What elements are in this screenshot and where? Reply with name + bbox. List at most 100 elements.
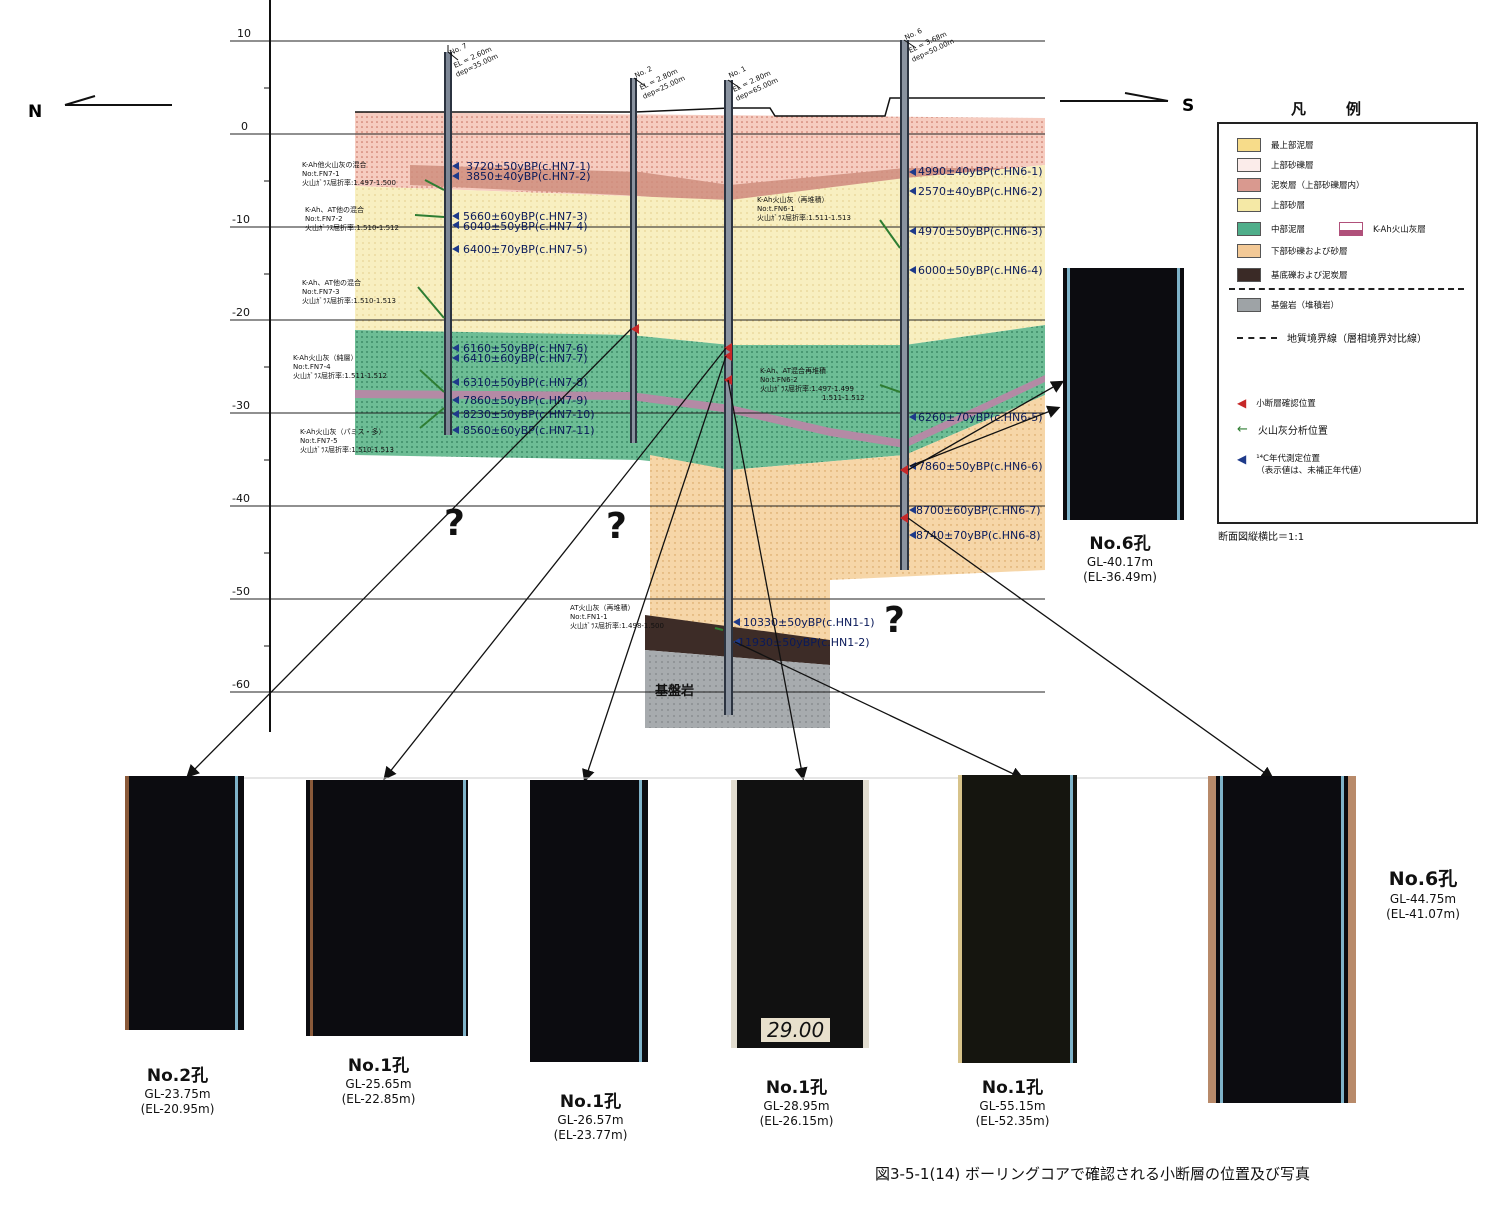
south-arrow [1060, 92, 1169, 102]
tick-label-0: 0 [241, 120, 248, 133]
c14-hn7-9: 7860±50yBP(c.HN7-9) [463, 394, 588, 407]
core-photo-no1-gl25-65 [306, 780, 468, 1036]
borehole-no1-id: No. 1 [727, 65, 747, 80]
borehole-no1 [724, 79, 741, 715]
borehole-no6-id: No. 6 [903, 27, 923, 42]
bedrock-label: 基盤岩 [654, 683, 694, 699]
photo-label-no1-d: No.1孔 GL-55.15m (EL-52.35m) [975, 1078, 1050, 1129]
legend-item: 中部泥層 [1237, 222, 1305, 236]
photo-label-no1-a: No.1孔 GL-25.65m (EL-22.85m) [341, 1056, 416, 1107]
c14-hn7-1: 3720±50yBP(c.HN7-1) [466, 160, 591, 173]
ash-sample-fn6-1: K-Ah火山灰（再堆積） No:t.FN6-1 火山ｶﾞﾗｽ屈折率:1.511-… [757, 196, 851, 222]
tick-label-minus20: -20 [232, 306, 250, 319]
fault-markers [631, 324, 908, 523]
c14-markers [452, 162, 916, 646]
core-photo-no2-gl23-75 [125, 776, 244, 1030]
borehole-no2 [630, 77, 646, 443]
photo-leader-lines [186, 328, 1275, 783]
layer-lower-gravel-sand [650, 395, 1045, 640]
south-label: S [1182, 96, 1194, 116]
layer-bedrock [645, 650, 830, 728]
photo-label-no6-a: No.6孔 GL-44.75m (EL-41.07m) [1386, 868, 1460, 921]
c14-hn7-6: 6160±50yBP(c.HN7-6) [463, 342, 588, 355]
ash-analysis-arrows [414, 179, 901, 631]
c14-hn6-2: 2570±40yBP(c.HN6-2) [918, 185, 1043, 198]
dashed-line-icon [1237, 336, 1277, 339]
core-photo-no6-gl44-75 [1208, 776, 1356, 1103]
c14-hn6-3: 4970±50yBP(c.HN6-3) [918, 225, 1043, 238]
c14-hn7-2: 3850±40yBP(c.HN7-2) [466, 170, 591, 183]
elevation-grid [230, 40, 1045, 693]
core-photo-no6-gl40-17 [1063, 268, 1184, 520]
c14-hn6-7: 8700±60yBP(c.HN6-7) [916, 504, 1041, 517]
c14-hn6-4: 6000±50yBP(c.HN6-4) [918, 264, 1043, 277]
north-label: N [28, 102, 42, 122]
core-depth-marker: 29.00 [761, 1018, 831, 1042]
c14-hn7-4: 6040±50yBP(c.HN7-4) [463, 220, 588, 233]
borehole-no7 [444, 45, 459, 435]
figure-caption: 図3-5-1(14) ボーリングコアで確認される小断層の位置及び写真 [875, 1165, 1311, 1183]
tick-label-10: 10 [237, 27, 251, 40]
legend-item: 基底礫および泥炭層 [1237, 268, 1348, 282]
legend-item: 最上部泥層 [1237, 138, 1314, 152]
tick-label-minus30: -30 [232, 399, 250, 412]
legend-item: K-Ah火山灰層 [1339, 222, 1426, 236]
photo-label-no1-b: No.1孔 GL-26.57m (EL-23.77m) [553, 1092, 628, 1143]
ash-sample-fn6-2: K-Ah、AT混合再堆積 No:t.FN6-2 火山ｶﾞﾗｽ屈折率:1.497-… [760, 367, 865, 402]
fault-triangle-icon: ◀ [1237, 396, 1247, 410]
legend-item: 下部砂礫および砂層 [1237, 244, 1348, 258]
ash-sample-fn7-5: K-Ah火山灰（パミス・多） No:t.FN7-5 火山ｶﾞﾗｽ屈折率:1.51… [300, 428, 394, 454]
c14-hn6-8: 8740±70yBP(c.HN6-8) [916, 529, 1041, 542]
legend-item: ◀小断層確認位置 [1237, 396, 1316, 410]
unknown-fault-mark: ? [884, 600, 905, 641]
c14-hn6-1: 4990±40yBP(c.HN6-1) [918, 165, 1043, 178]
core-photo-no1-gl26-57 [530, 780, 648, 1062]
borehole-no2-id: No. 2 [633, 65, 653, 80]
axis-minor-ticks [264, 87, 270, 647]
photo-label-no2: No.2孔 GL-23.75m (EL-20.95m) [140, 1066, 215, 1117]
legend-item: 基盤岩（堆積岩） [1237, 298, 1339, 312]
tick-label-minus40: -40 [232, 492, 250, 505]
core-photo-no1-gl28-95: 29.00 [731, 780, 869, 1048]
borehole-no7-id: No. 7 [448, 42, 468, 57]
core-photo-no1-gl55-15 [958, 775, 1077, 1063]
c14-hn7-8: 6310±50yBP(c.HN7-8) [463, 376, 588, 389]
legend-item: ◀¹⁴C年代測定位置（表示値は、未補正年代値） [1237, 452, 1367, 476]
ground-surface [355, 97, 1045, 117]
tick-label-minus50: -50 [232, 585, 250, 598]
photo-label-no1-c: No.1孔 GL-28.95m (EL-26.15m) [759, 1078, 834, 1129]
scale-note: 断面図縦横比＝1:1 [1218, 532, 1305, 543]
borehole-no6 [900, 39, 917, 570]
ash-sample-fn7-1: K-Ah他火山灰の混合 No:t.FN7-1 火山ｶﾞﾗｽ屈折率:1.497-1… [302, 161, 396, 187]
c14-hn6-5: 6260±70yBP(c.HN6-5) [918, 411, 1043, 424]
c14-hn1-2: 11930±50yBP(c.HN1-2) [738, 636, 870, 649]
c14-hn7-3: 5660±60yBP(c.HN7-3) [463, 210, 588, 223]
green-arrow-icon: ← [1237, 422, 1248, 437]
legend-item: ←火山灰分析位置 [1237, 422, 1328, 437]
c14-hn7-10: 8230±50yBP(c.HN7-10) [463, 408, 595, 421]
legend-item: 上部砂層 [1237, 198, 1305, 212]
legend-item: 泥炭層（上部砂礫層内） [1237, 178, 1365, 192]
ash-sample-fn7-4: K-Ah火山灰（純層） No:t.FN7-4 火山ｶﾞﾗｽ屈折率:1.511-1… [293, 354, 387, 380]
ash-sample-fn7-3: K-Ah、AT他の混合 No:t.FN7-3 火山ｶﾞﾗｽ屈折率:1.510-1… [302, 279, 396, 305]
ash-sample-fn1-1: AT火山灰（再堆積） No:t.FN1-1 火山ｶﾞﾗｽ屈折率:1.498-1.… [570, 604, 664, 630]
layer-k-ah-ash [355, 375, 1045, 448]
unknown-fault-mark: ? [606, 506, 627, 547]
c14-hn1-1: 10330±50yBP(c.HN1-1) [743, 616, 875, 629]
c14-hn7-5: 6400±70yBP(c.HN7-5) [463, 243, 588, 256]
legend-item: 地質境界線（層相境界対比線） [1237, 330, 1427, 345]
photo-label-no6-b: No.6孔 GL-40.17m (EL-36.49m) [1083, 534, 1157, 585]
ash-sample-fn7-2: K-Ah、AT他の混合 No:t.FN7-2 火山ｶﾞﾗｽ屈折率:1.510-1… [305, 206, 399, 232]
c14-triangle-icon: ◀ [1237, 452, 1247, 466]
legend-panel: 凡例 最上部泥層 上部砂礫層 泥炭層（上部砂礫層内） 上部砂層 中部泥層 K-A… [1217, 100, 1478, 524]
c14-hn7-11: 8560±60yBP(c.HN7-11) [463, 424, 595, 437]
legend-item: 上部砂礫層 [1237, 158, 1314, 172]
c14-hn6-6: 7860±50yBP(c.HN6-6) [918, 460, 1043, 473]
tick-label-minus60: -60 [232, 678, 250, 691]
c14-hn7-7: 6410±60yBP(c.HN7-7) [463, 352, 588, 365]
layer-upper-sand [355, 165, 1045, 345]
legend-divider [1229, 288, 1464, 290]
north-arrow [64, 95, 172, 106]
tick-label-minus10: -10 [232, 213, 250, 226]
